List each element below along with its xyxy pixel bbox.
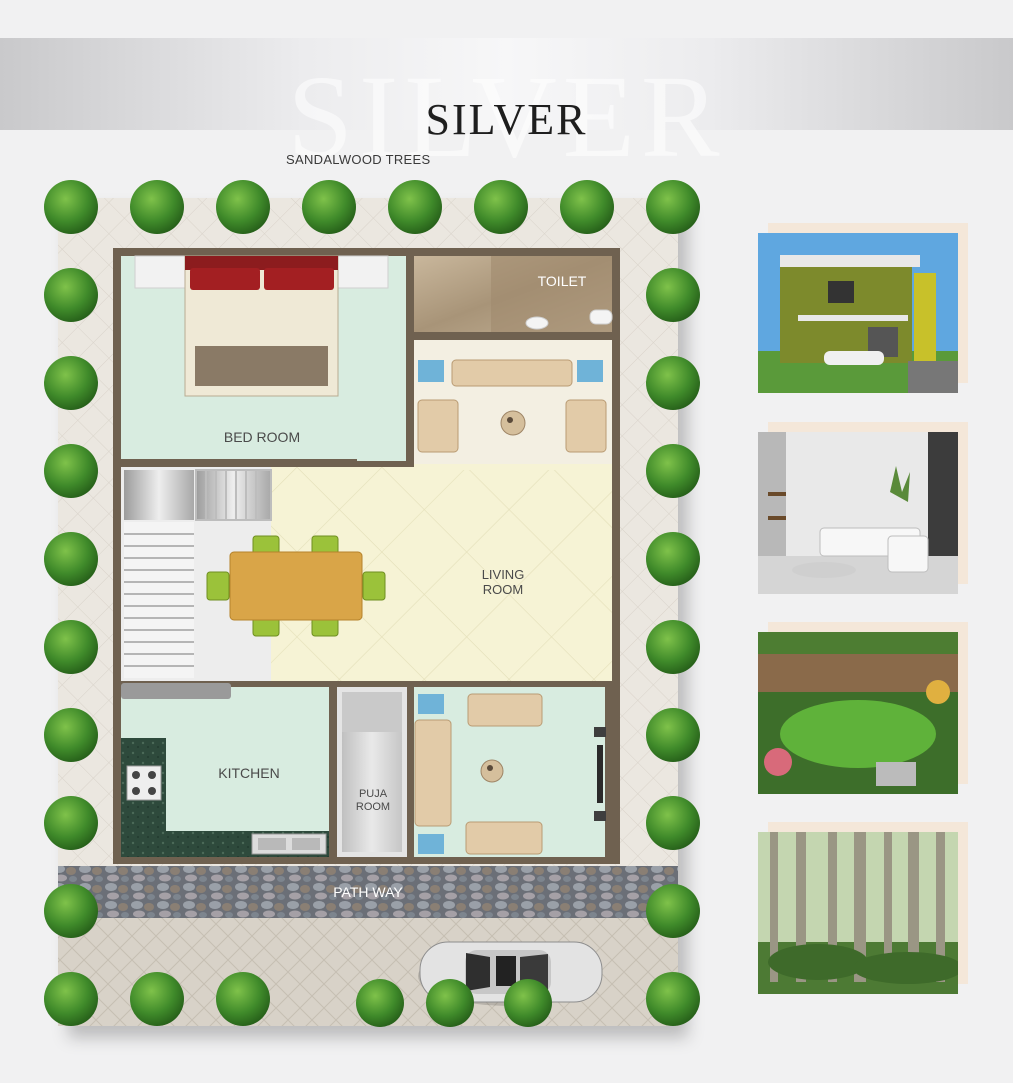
tree-icon bbox=[646, 972, 700, 1026]
lower-lounge-furniture bbox=[414, 693, 606, 855]
tree-icon bbox=[646, 356, 700, 410]
tree-icon bbox=[646, 180, 700, 234]
tree-icon bbox=[504, 979, 552, 1027]
bed bbox=[134, 255, 389, 397]
page-title: SILVER bbox=[425, 95, 588, 144]
tree-icon bbox=[44, 708, 98, 762]
tree-icon bbox=[216, 972, 270, 1026]
puja-room-label-line2: ROOM bbox=[356, 801, 390, 813]
tree-icon bbox=[426, 979, 474, 1027]
tree-icon bbox=[130, 972, 184, 1026]
sandalwood-trees-label: SANDALWOOD TREES bbox=[286, 152, 431, 167]
tree-icon bbox=[302, 180, 356, 234]
tree-icon bbox=[646, 620, 700, 674]
dining-table bbox=[206, 535, 386, 637]
tree-icon bbox=[130, 180, 184, 234]
pathway bbox=[58, 866, 678, 918]
title-watermark: SILVER bbox=[287, 51, 726, 182]
tree-icon bbox=[646, 884, 700, 938]
tree-icon bbox=[646, 796, 700, 850]
living-room-label-line1: LIVING bbox=[482, 567, 525, 582]
kitchen-label: KITCHEN bbox=[218, 765, 279, 781]
tree-icon bbox=[44, 972, 98, 1026]
toilet-label: TOILET bbox=[538, 273, 587, 289]
tree-icon bbox=[44, 884, 98, 938]
bedroom-label: BED ROOM bbox=[224, 429, 300, 445]
tree-icon bbox=[356, 979, 404, 1027]
title-banner: SILVER SILVER bbox=[0, 38, 1013, 176]
kitchen-partition bbox=[121, 683, 231, 699]
tree-icon bbox=[44, 620, 98, 674]
living-room-label-line2: ROOM bbox=[483, 582, 523, 597]
photo-interior bbox=[758, 432, 958, 594]
stair-steps bbox=[124, 469, 272, 678]
photo-exterior bbox=[758, 233, 958, 393]
tree-icon bbox=[44, 268, 98, 322]
tree-icon bbox=[44, 444, 98, 498]
puja-room-label-line1: PUJA bbox=[359, 788, 388, 800]
tree-icon bbox=[44, 532, 98, 586]
tree-icon bbox=[44, 180, 98, 234]
tree-icon bbox=[44, 356, 98, 410]
tree-icon bbox=[646, 708, 700, 762]
tree-icon bbox=[388, 180, 442, 234]
toilet-fixtures bbox=[525, 309, 613, 330]
photo-garden bbox=[758, 632, 958, 794]
tree-icon bbox=[216, 180, 270, 234]
tree-icon bbox=[560, 180, 614, 234]
tree-icon bbox=[474, 180, 528, 234]
tree-icon bbox=[646, 444, 700, 498]
sandalwood-trees bbox=[44, 180, 700, 1027]
tree-icon bbox=[646, 268, 700, 322]
lounge-sofa-set bbox=[417, 359, 607, 453]
pathway-label: PATH WAY bbox=[333, 884, 403, 900]
tree-icon bbox=[646, 532, 700, 586]
tree-icon bbox=[44, 796, 98, 850]
kitchen-counter bbox=[121, 738, 329, 857]
interior-walls bbox=[121, 256, 612, 864]
photo-forest bbox=[758, 832, 958, 994]
